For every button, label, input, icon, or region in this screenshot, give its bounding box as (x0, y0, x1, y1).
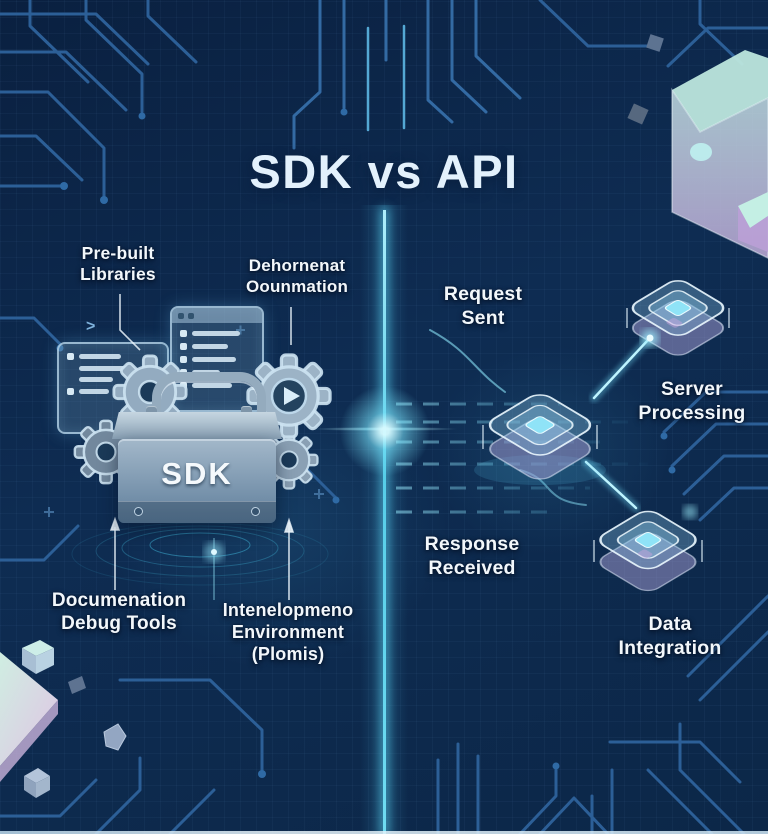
label-environment: Intenelopmeno Environment (Plomis) (222, 600, 354, 664)
toolbox-lid (112, 412, 282, 439)
label-response-received: Response Received (424, 533, 520, 579)
label-server-processing: Server Processing (638, 378, 746, 424)
label-pre-built-libraries: Pre-built Libraries (80, 243, 156, 285)
label-debug-tools: Documenation Debug Tools (51, 590, 187, 635)
toolbox-label: SDK (161, 456, 233, 491)
code-window-titlebar (172, 308, 262, 323)
screw-icon (251, 507, 260, 516)
divider-flare (338, 384, 432, 478)
toolbox-body: SDK (118, 439, 276, 523)
center-divider (383, 210, 386, 834)
label-data-integration: Data Integration (618, 613, 722, 659)
toolbox-base-strip (118, 501, 276, 523)
label-request-sent: Request Sent (443, 283, 523, 329)
bottom-edge-strip (0, 831, 768, 834)
page-title: SDK vs API (249, 145, 519, 198)
chevron-glyph: > (86, 318, 96, 335)
screw-icon (134, 507, 143, 516)
label-documentation-top: Dehornenat Oounmation (245, 256, 349, 296)
